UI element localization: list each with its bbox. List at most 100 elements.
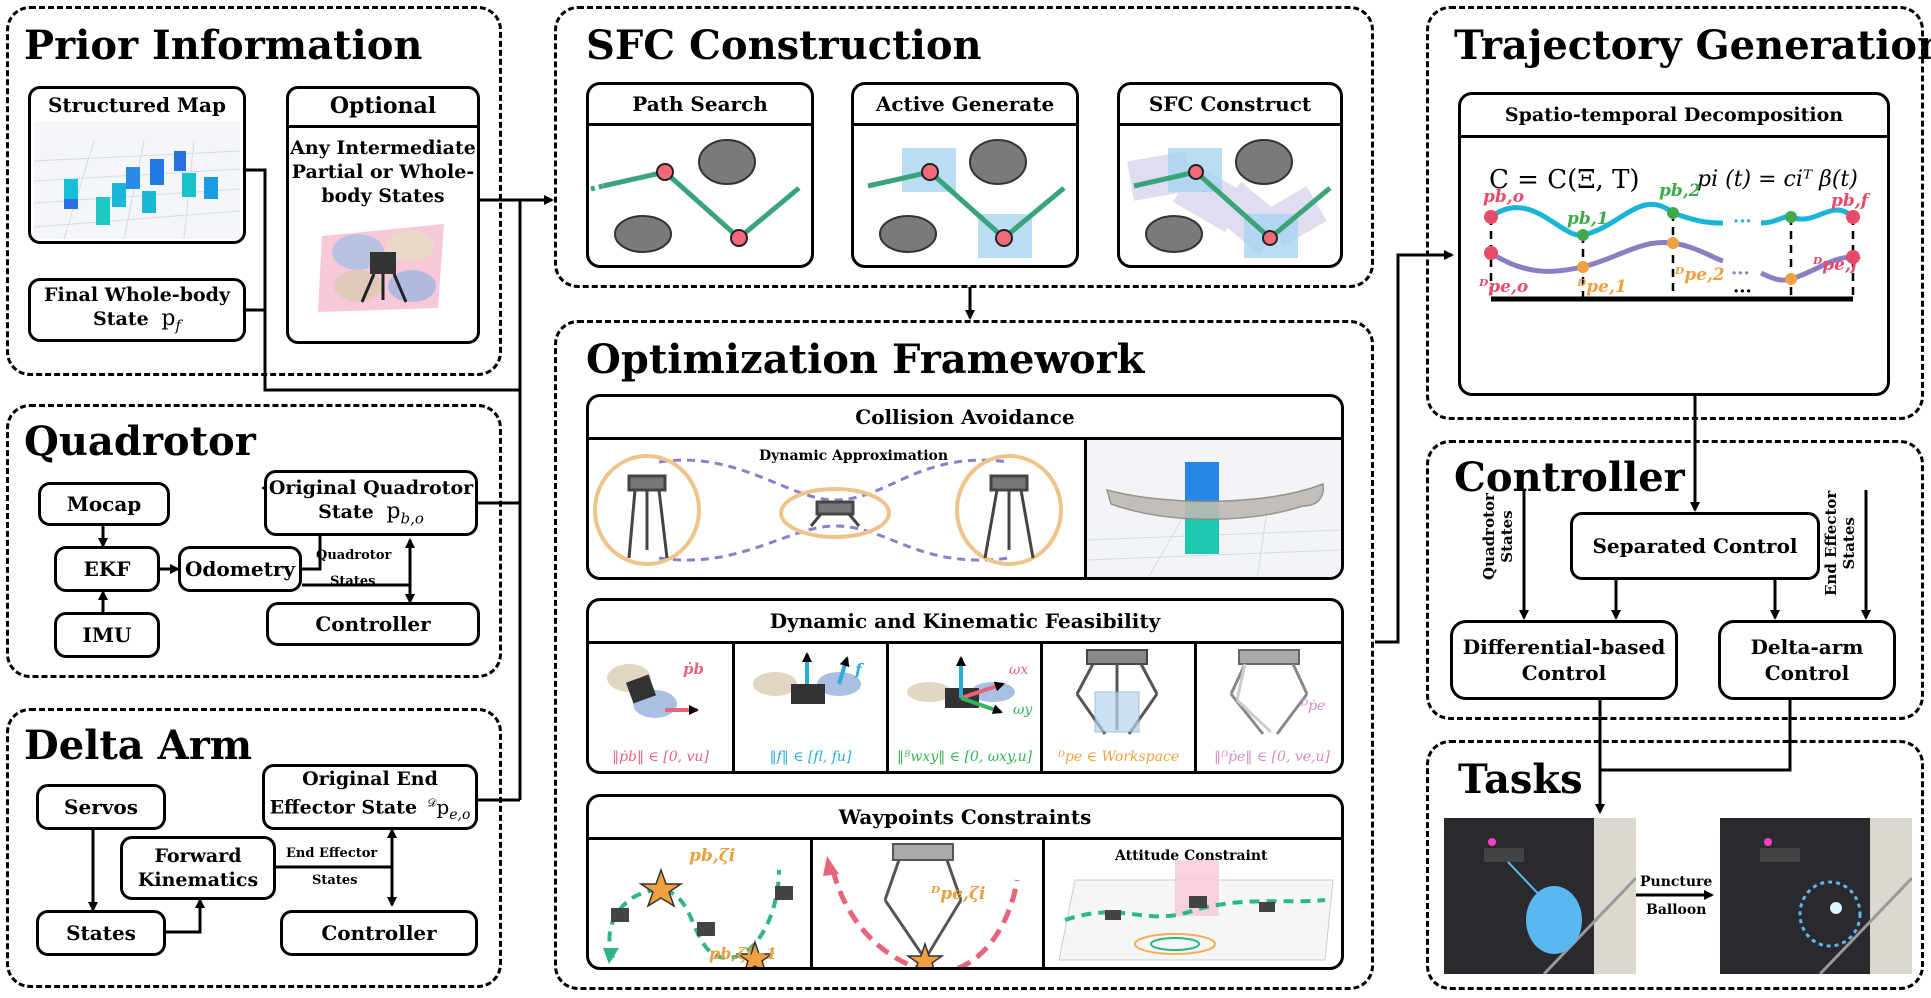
- waypoints-panel: Waypoints Constraints pb,ζi pb,ζi−1 ᴰpe,…: [586, 794, 1344, 970]
- quadrotor-state-symbol: p: [386, 498, 401, 524]
- delta-arm-title: Delta Arm: [24, 722, 253, 769]
- structured-map-box: Structured Map: [28, 86, 246, 244]
- ee-states-vertical-label: End Effector States: [1822, 491, 1858, 596]
- optional-box: Optional Any Intermediate Partial or Who…: [286, 86, 480, 344]
- task-before-photo: [1444, 818, 1636, 974]
- traj-dots-axis: ···: [1733, 281, 1752, 302]
- path-search-image: [590, 139, 801, 253]
- equation-p: pi (t) = ciᵀ β(t): [1697, 167, 1858, 192]
- differential-control-box: Differential-based Control: [1450, 620, 1678, 700]
- velocity-image: [607, 664, 699, 718]
- imu-box: IMU: [54, 612, 160, 658]
- feasibility-cell-ee-velocity: ᴰṗe ‖ᴰṗe‖ ∈ [0, ve,u]: [1197, 644, 1341, 771]
- forward-kinematics-box: Forward Kinematics: [120, 836, 276, 900]
- traj-dots-top: ···: [1733, 211, 1752, 232]
- ee-state-symbol: p: [436, 794, 450, 819]
- controller-panel: [1426, 440, 1924, 720]
- delta-link-label-1: End Effector: [286, 846, 378, 861]
- traj-point-peo: ᴰpe,o: [1479, 277, 1529, 297]
- diff-control-line2: Control: [1521, 661, 1607, 685]
- waypoints-label: Waypoints Constraints: [589, 797, 1341, 840]
- spatio-temporal-panel: Spatio-temporal Decomposition C = C(Ξ, T…: [1458, 92, 1890, 396]
- sfc-construct-panel: SFC Construct: [1117, 82, 1343, 268]
- dynamic-approximation-image: [593, 454, 1063, 566]
- quadrotor-link-label-2: States: [330, 574, 376, 589]
- ekf-box: EKF: [54, 546, 160, 592]
- path-search-panel: Path Search: [586, 82, 814, 268]
- delta-arm-control-box: Delta-arm Control: [1718, 620, 1896, 700]
- velocity-label: ṗb: [683, 660, 704, 678]
- final-state-line1: Final Whole-body: [44, 283, 230, 306]
- fk-line2: Kinematics: [137, 869, 259, 891]
- velocity-caption: ‖ṗb‖ ∈ [0, vu]: [612, 749, 709, 765]
- dynamic-approximation-cell: Dynamic Approximation: [589, 440, 1087, 577]
- puncture-label: Puncture: [1640, 874, 1713, 890]
- quadrotor-state-subscript: b,o: [400, 509, 424, 528]
- sfc-construct-image: [1126, 139, 1332, 258]
- angular-image: [907, 656, 1015, 715]
- optimization-framework-title: Optimization Framework: [586, 336, 1145, 383]
- feasibility-cell-angular: ωx ωy ‖ᴮwxy‖ ∈ [0, ωxy,u]: [889, 644, 1043, 771]
- quadrotor-title: Quadrotor: [24, 418, 256, 465]
- waypoints-cell-effector: ᴰpe,ζi: [813, 840, 1045, 967]
- equation-c: C = C(Ξ, T): [1489, 165, 1640, 195]
- delta-control-line1: Delta-arm: [1750, 635, 1864, 659]
- collision-avoidance-label: Collision Avoidance: [589, 397, 1341, 440]
- original-ee-line1: Original End: [302, 768, 438, 791]
- omega-x-label: ωx: [1009, 662, 1029, 678]
- traj-point-pef: ᴰpe,f: [1813, 255, 1859, 275]
- collision-3d-image: [1086, 440, 1341, 577]
- quadrotor-panel: [6, 404, 502, 678]
- sfc-construct-label: SFC Construct: [1120, 85, 1340, 126]
- original-quadrotor-line2: State: [318, 500, 374, 523]
- thrust-caption: ‖f‖ ∈ [fl, fu]: [769, 749, 852, 765]
- traj-dots-bottom: ···: [1731, 263, 1750, 284]
- waypoints-cell-body: pb,ζi pb,ζi−1: [589, 840, 813, 967]
- original-ee-state-box: Original End Effector State 𝒟pe,o: [262, 764, 478, 830]
- feasibility-label: Dynamic and Kinematic Feasibility: [589, 601, 1341, 644]
- odometry-box: Odometry: [178, 546, 302, 592]
- quad-states-vertical-label: Quadrotor States: [1480, 493, 1516, 580]
- traj-point-pbf: pb,f: [1831, 191, 1869, 211]
- ee-state-subscript: e,o: [449, 806, 471, 823]
- final-state-line2: State: [93, 307, 149, 330]
- traj-point-pb2: pb,2: [1659, 181, 1701, 201]
- controller-title: Controller: [1454, 454, 1685, 501]
- optional-label: Optional: [289, 89, 477, 128]
- tasks-panel: [1426, 740, 1924, 990]
- traj-point-pb1: pb,1: [1567, 209, 1609, 229]
- workspace-caption: ᴰpe ∈ Workspace: [1057, 749, 1180, 765]
- ee-velocity-caption: ‖ᴰṗe‖ ∈ [0, ve,u]: [1214, 749, 1330, 765]
- quad-states-label-1: Quadrotor: [1480, 493, 1498, 580]
- optional-desc-line1: Any Intermediate: [290, 137, 476, 159]
- active-generate-image: [867, 139, 1066, 258]
- fk-line1: Forward: [154, 845, 242, 867]
- sfc-construction-title: SFC Construction: [586, 22, 982, 69]
- traj-point-pe2: ᴰpe,2: [1675, 265, 1725, 285]
- collision-avoidance-panel: Collision Avoidance Dynamic Approximatio…: [586, 394, 1344, 580]
- tasks-title: Tasks: [1458, 756, 1583, 803]
- balloon-label: Balloon: [1646, 902, 1707, 918]
- prior-information-panel: [6, 6, 502, 376]
- waypoint-label-i: pb,ζi: [689, 846, 736, 866]
- diff-control-line1: Differential-based: [1462, 635, 1666, 659]
- trajectory-generation-title: Trajectory Generation: [1454, 22, 1931, 69]
- traj-point-pe1: ᴰpe,1: [1577, 277, 1627, 297]
- feasibility-cell-thrust: f ‖f‖ ∈ [fl, fu]: [735, 644, 889, 771]
- waypoints-cell-attitude: Attitude Constraint: [1045, 840, 1341, 967]
- attitude-constraint-image: [1058, 860, 1334, 961]
- quad-states-label-2: States: [1498, 510, 1516, 563]
- traj-point-pbo: pb,o: [1483, 187, 1525, 207]
- original-ee-line2: Effector State: [269, 796, 418, 819]
- delta-link-label-2: States: [312, 873, 358, 888]
- prior-information-title: Prior Information: [24, 22, 423, 69]
- structured-map-label: Structured Map: [47, 93, 226, 117]
- final-state-subscript: f: [175, 316, 181, 335]
- final-state-box: Final Whole-body State pf: [28, 278, 246, 342]
- servos-box: Servos: [36, 784, 166, 830]
- ee-velocity-label: ᴰṗe: [1301, 698, 1326, 714]
- ee-velocity-image: [1229, 649, 1309, 735]
- original-quadrotor-state-box: Original Quadrotor State pb,o: [264, 470, 478, 536]
- path-search-label: Path Search: [589, 85, 811, 126]
- active-generate-label: Active Generate: [854, 85, 1076, 126]
